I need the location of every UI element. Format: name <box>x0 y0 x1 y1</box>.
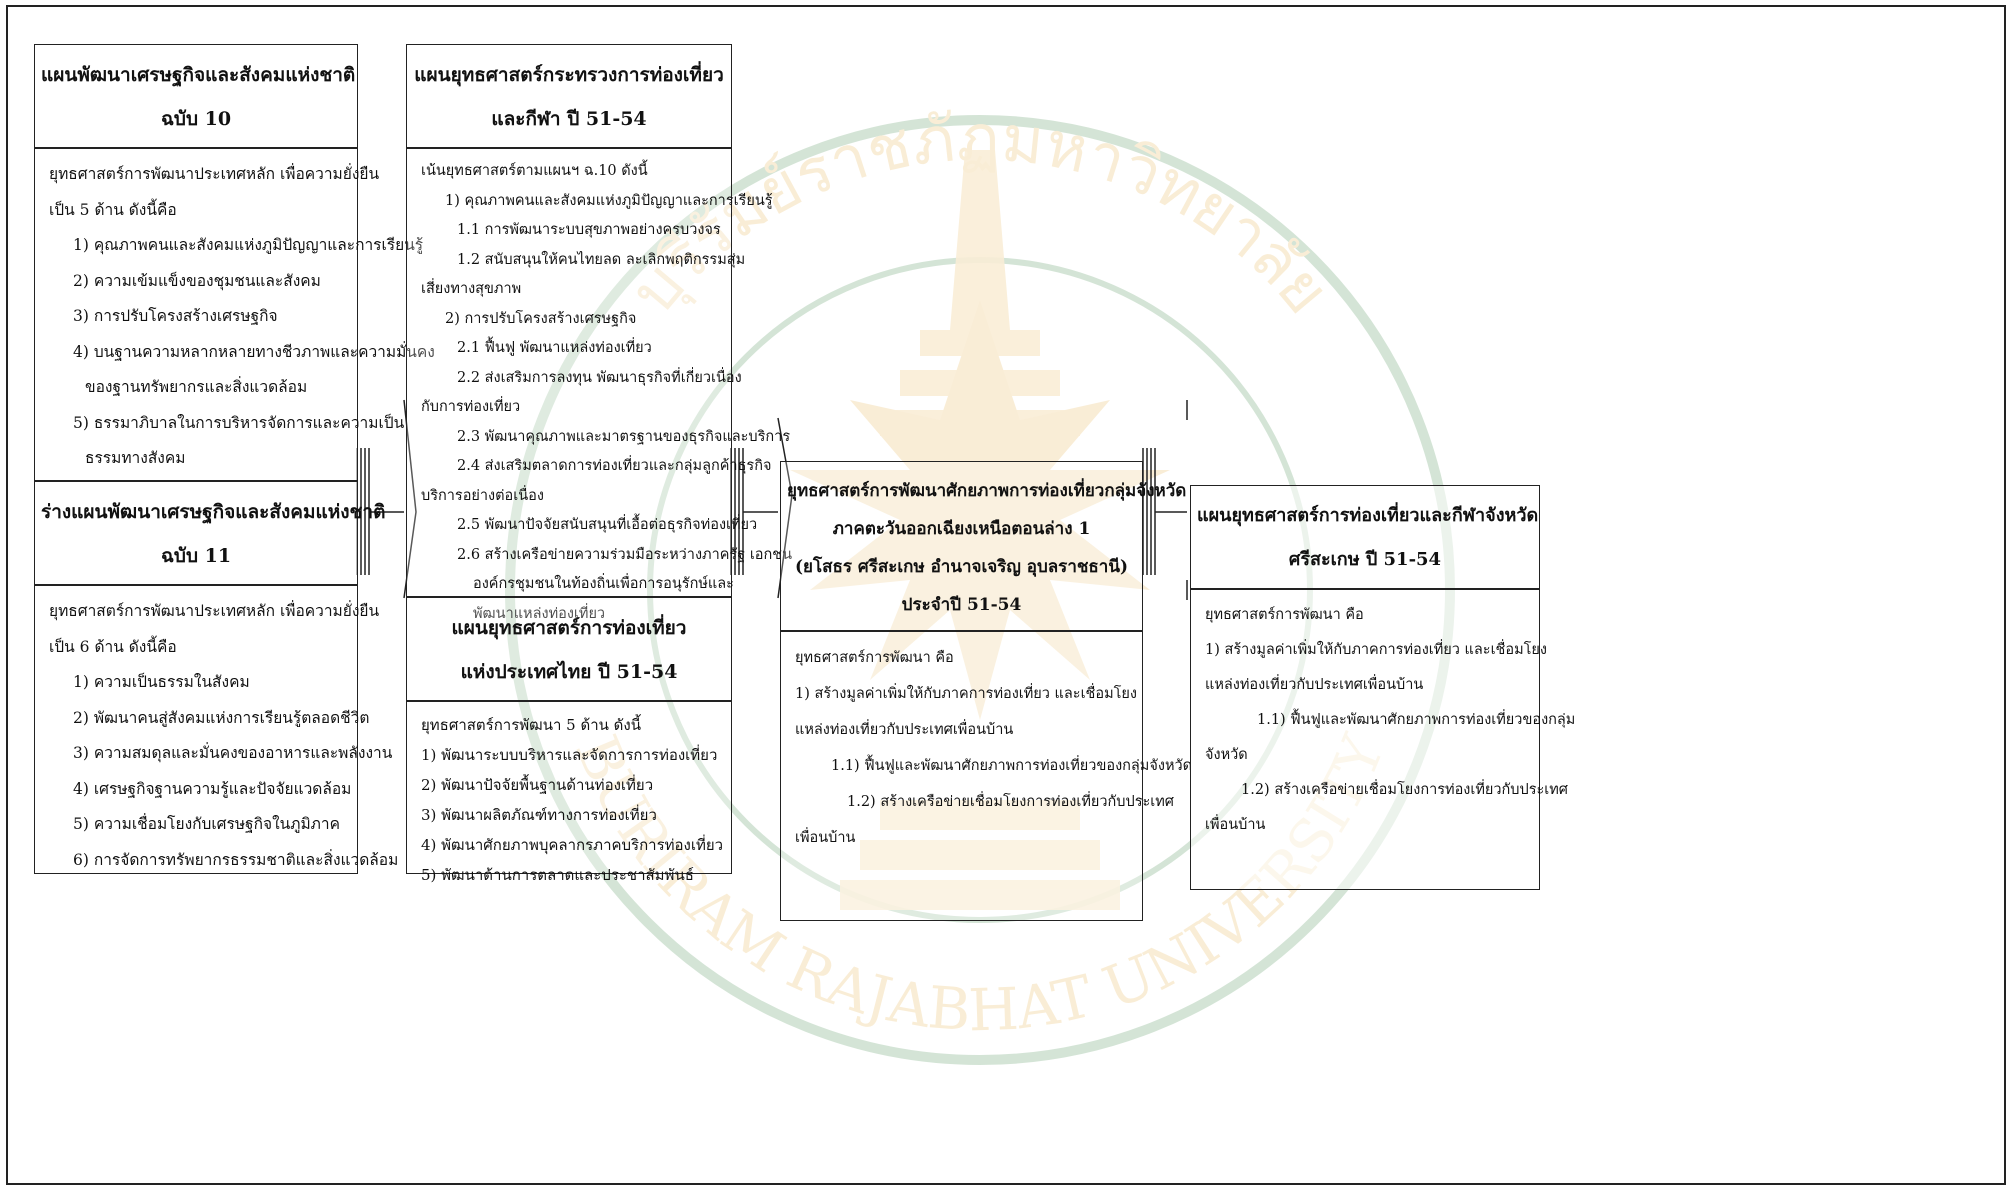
title-line: ร่างแผนพัฒนาเศรษฐกิจและสังคมแห่งชาติ <box>41 501 386 523</box>
title-line: แผนพัฒนาเศรษฐกิจและสังคมแห่งชาติ <box>41 64 356 86</box>
body-line: 1) สร้างมูลค่าเพิ่มให้กับภาคการท่องเที่ย… <box>795 686 1137 702</box>
ministry-plan-title: แผนยุทธศาสตร์กระทรวงการท่องเที่ยวและกีฬา… <box>407 45 731 149</box>
cluster-plan-box: ยุทธศาสตร์การพัฒนาศักยภาพการท่องเที่ยวกล… <box>780 461 1193 921</box>
title-line: ยุทธศาสตร์การพัฒนาศักยภาพการท่องเที่ยวกล… <box>787 481 1187 501</box>
body-line: 2.5 พัฒนาปัจจัยสนับสนุนที่เอื้อต่อธุรกิจ… <box>457 517 758 533</box>
national-plan-10-box: แผนพัฒนาเศรษฐกิจและสังคมแห่งชาติฉบับ 10 ย… <box>34 44 435 481</box>
title-line: ศรีสะเกษ ปี 51-54 <box>1288 549 1442 570</box>
title-line: แผนยุทธศาสตร์การท่องเที่ยวและกีฬาจังหวัด <box>1197 505 1539 526</box>
national-plan-11-box: ร่างแผนพัฒนาเศรษฐกิจและสังคมแห่งชาติฉบับ… <box>34 481 398 874</box>
ministry-plan-box: แผนยุทธศาสตร์กระทรวงการท่องเที่ยวและกีฬา… <box>406 44 792 622</box>
body-line: 3) ความสมดุลและมั่นคงของอาหารและพลังงาน <box>73 744 393 762</box>
body-line: 4) พัฒนาศักยภาพบุคลากรภาคบริการท่องเที่ย… <box>421 836 724 854</box>
body-line: 2) ความเข้มแข็งของชุมชนและสังคม <box>73 271 321 290</box>
body-line: 1.2 สนับสนุนให้คนไทยลด ละเลิกพฤติกรรมสุ่… <box>457 251 746 268</box>
thailand-plan-body: ยุทธศาสตร์การพัฒนา 5 ด้าน ดังนี้ 1) พัฒนา… <box>407 702 731 890</box>
body-line: แหล่งท่องเที่ยวกับประเทศเพื่อนบ้าน <box>795 722 1014 738</box>
cluster-plan-body: ยุทธศาสตร์การพัฒนา คือ 1) สร้างมูลค่าเพิ่… <box>781 632 1193 856</box>
body-line: 1.2) สร้างเครือข่ายเชื่อมโยงการท่องเที่ย… <box>1241 782 1569 798</box>
body-line: 3) การปรับโครงสร้างเศรษฐกิจ <box>73 307 278 325</box>
body-line: 5) ธรรมาภิบาลในการบริหารจัดการและความเป็… <box>73 413 405 432</box>
body-line: 4) บนฐานความหลากหลายทางชีวภาพและความมั่น… <box>73 342 435 361</box>
body-line: เพื่อนบ้าน <box>795 830 856 846</box>
body-line: เพื่อนบ้าน <box>1205 817 1266 833</box>
body-line: บริการอย่างต่อเนื่อง <box>421 487 544 504</box>
body-line: 1) พัฒนาระบบบริหารและจัดการการท่องเที่ยว <box>421 746 718 764</box>
body-line: 2.3 พัฒนาคุณภาพและมาตรฐานของธุรกิจและบริ… <box>457 428 791 445</box>
body-line: เป็น 5 ด้าน ดังนี้คือ <box>49 200 177 219</box>
title-line: ฉบับ 11 <box>160 545 232 567</box>
body-line: 2.1 ฟื้นฟู พัฒนาแหล่งท่องเที่ยว <box>457 340 652 356</box>
title-line: แผนยุทธศาสตร์การท่องเที่ยว <box>451 617 687 639</box>
body-line: เสี่ยงทางสุขภาพ <box>421 281 522 297</box>
title-line: และกีฬา ปี 51-54 <box>491 108 647 130</box>
national-plan-10-title: แผนพัฒนาเศรษฐกิจและสังคมแห่งชาติฉบับ 10 <box>35 45 357 149</box>
body-line: 5) ความเชื่อมโยงกับเศรษฐกิจในภูมิภาค <box>73 815 340 833</box>
body-line: ยุทธศาสตร์การพัฒนา คือ <box>795 650 954 666</box>
body-line: 1) ความเป็นธรรมในสังคม <box>73 673 250 691</box>
body-line: 1.1 การพัฒนาระบบสุขภาพอย่างครบวงจร <box>457 222 721 238</box>
body-line: เป็น 6 ด้าน ดังนี้คือ <box>49 637 177 656</box>
body-line: องค์กรชุมชนในท้องถิ่นเพื่อการอนุรักษ์และ <box>473 576 734 592</box>
body-line: จังหวัด <box>1205 747 1248 763</box>
body-line: 1.1) ฟื้นฟูและพัฒนาศักยภาพการท่องเที่ยวข… <box>831 758 1193 774</box>
body-line: 4) เศรษฐกิจฐานความรู้และปัจจัยแวดล้อม <box>73 779 352 798</box>
province-plan-box: แผนยุทธศาสตร์การท่องเที่ยวและกีฬาจังหวัด… <box>1190 485 1576 890</box>
body-line: 1) สร้างมูลค่าเพิ่มให้กับภาคการท่องเที่ย… <box>1205 642 1547 658</box>
diagram-frame <box>6 5 2006 1185</box>
body-line: 2.4 ส่งเสริมตลาดการท่องเที่ยวและกลุ่มลูก… <box>457 458 772 474</box>
body-line: 2) พัฒนาปัจจัยพื้นฐานด้านท่องเที่ยว <box>421 776 654 794</box>
province-plan-title: แผนยุทธศาสตร์การท่องเที่ยวและกีฬาจังหวัด… <box>1191 486 1539 590</box>
body-line: กับการท่องเที่ยว <box>421 399 521 415</box>
thailand-plan-title: แผนยุทธศาสตร์การท่องเที่ยวแห่งประเทศไทย … <box>407 598 731 702</box>
ministry-plan-body: เน้นยุทธศาสตร์ตามแผนฯ ฉ.10 ดังนี้ 1) คุณภ… <box>407 149 793 629</box>
body-line: 6) การจัดการทรัพยากรธรรมชาติและสิ่งแวดล้… <box>73 850 399 869</box>
title-line: ฉบับ 10 <box>160 108 232 130</box>
title-line: ภาคตะวันออกเฉียงเหนือตอนล่าง 1 <box>832 519 1091 539</box>
body-line: 2) การปรับโครงสร้างเศรษฐกิจ <box>445 310 637 327</box>
body-line: 1) คุณภาพคนและสังคมแห่งภูมิปัญญาและการเร… <box>445 192 773 209</box>
body-line: 2.2 ส่งเสริมการลงทุน พัฒนาธุรกิจที่เกี่ย… <box>457 369 742 386</box>
title-line: (ยโสธร ศรีสะเกษ อำนาจเจริญ อุบลราชธานี) <box>794 557 1128 577</box>
title-line: ประจำปี 51-54 <box>901 595 1022 615</box>
title-line: แห่งประเทศไทย ปี 51-54 <box>460 661 678 683</box>
body-line: 1) คุณภาพคนและสังคมแห่งภูมิปัญญาและการเร… <box>73 236 424 254</box>
body-line: ธรรมทางสังคม <box>85 449 186 467</box>
body-line: 5) พัฒนาด้านการตลาดและประชาสัมพันธ์ <box>421 866 694 884</box>
cluster-plan-title: ยุทธศาสตร์การพัฒนาศักยภาพการท่องเที่ยวกล… <box>781 462 1187 632</box>
body-line: ยุทธศาสตร์การพัฒนาประเทศหลัก เพื่อความยั… <box>49 165 380 183</box>
body-line: 2.6 สร้างเครือข่ายความร่วมมือระหว่างภาคร… <box>457 546 793 563</box>
body-line: ยุทธศาสตร์การพัฒนา คือ <box>1205 607 1364 623</box>
national-plan-10-body: ยุทธศาสตร์การพัฒนาประเทศหลัก เพื่อความยั… <box>35 149 435 477</box>
body-line: แหล่งท่องเที่ยวกับประเทศเพื่อนบ้าน <box>1205 677 1424 693</box>
thailand-plan-box: แผนยุทธศาสตร์การท่องเที่ยวแห่งประเทศไทย … <box>406 597 732 884</box>
title-line: แผนยุทธศาสตร์กระทรวงการท่องเที่ยว <box>414 64 724 86</box>
national-plan-11-body: ยุทธศาสตร์การพัฒนาประเทศหลัก เพื่อความยั… <box>35 586 399 878</box>
body-line: พัฒนาแหล่งท่องเที่ยว <box>473 605 606 622</box>
body-line: เน้นยุทธศาสตร์ตามแผนฯ ฉ.10 ดังนี้ <box>421 163 648 179</box>
body-line: 1.2) สร้างเครือข่ายเชื่อมโยงการท่องเที่ย… <box>847 794 1175 810</box>
body-line: 1.1) ฟื้นฟูและพัฒนาศักยภาพการท่องเที่ยวข… <box>1257 712 1576 728</box>
body-line: ยุทธศาสตร์การพัฒนาประเทศหลัก เพื่อความยั… <box>49 602 380 620</box>
body-line: ของฐานทรัพยากรและสิ่งแวดล้อม <box>85 378 308 396</box>
national-plan-11-title: ร่างแผนพัฒนาเศรษฐกิจและสังคมแห่งชาติฉบับ… <box>35 482 386 586</box>
body-line: 2) พัฒนาคนสู่สังคมแห่งการเรียนรู้ตลอดชีว… <box>73 708 370 727</box>
body-line: ยุทธศาสตร์การพัฒนา 5 ด้าน ดังนี้ <box>421 716 641 734</box>
body-line: 3) พัฒนาผลิตภัณฑ์ทางการท่องเที่ยว <box>421 806 657 824</box>
province-plan-body: ยุทธศาสตร์การพัฒนา คือ 1) สร้างมูลค่าเพิ่… <box>1191 590 1576 843</box>
